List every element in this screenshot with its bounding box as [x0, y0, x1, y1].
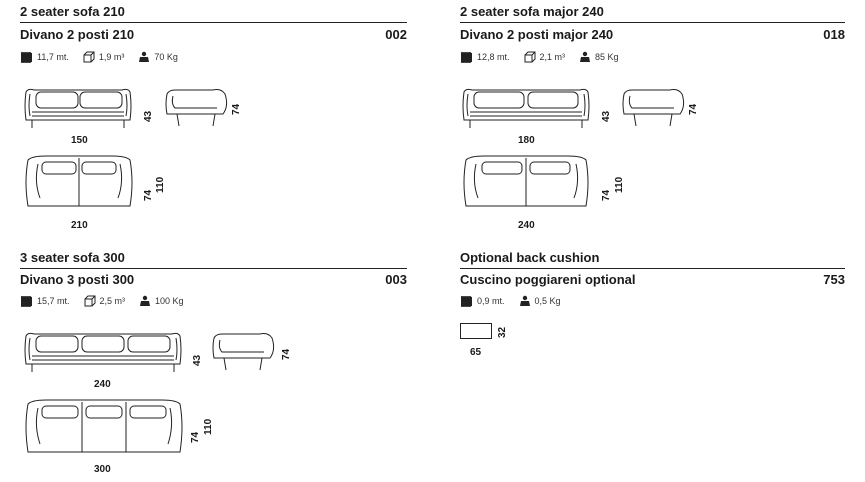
weight-icon — [140, 295, 151, 306]
box-volume-icon — [84, 295, 96, 307]
volume-spec: 1,9 m³ — [83, 51, 125, 63]
title-it: Cuscino poggiareni optional — [460, 272, 636, 287]
dim-height-plan: 74 — [143, 189, 154, 201]
product-code: 002 — [385, 27, 407, 42]
box-volume-icon — [524, 51, 536, 63]
dim-total-width: 210 — [71, 220, 88, 231]
fabric-swatch-icon — [460, 51, 472, 63]
product-code: 753 — [823, 272, 845, 287]
weight-spec: 100 Kg — [139, 295, 184, 307]
box-volume-icon — [83, 51, 95, 63]
volume-value: 1,9 m³ — [98, 52, 125, 62]
dim-depth: 110 — [203, 418, 214, 435]
fabric-spec: 15,7 mt. — [20, 295, 70, 307]
weight-icon — [519, 295, 530, 306]
weight-spec: 70 Kg — [138, 51, 178, 63]
front-view-drawing — [460, 86, 592, 130]
plan-view-drawing — [460, 154, 592, 210]
dim-height-seat: 43 — [601, 110, 612, 122]
dim-total-width: 300 — [94, 464, 111, 475]
title-en: 2 seater sofa 210 — [20, 4, 125, 19]
fabric-value: 15,7 mt. — [37, 296, 70, 306]
specs: 11,7 mt. 1,9 m³ 70 Kg — [20, 51, 192, 63]
fabric-swatch-icon — [460, 295, 472, 307]
volume-spec: 2,5 m³ — [84, 295, 126, 307]
front-view-drawing — [22, 330, 184, 374]
title-it: Divano 2 posti major 240 — [460, 27, 614, 42]
dim-height-side: 74 — [281, 348, 292, 360]
divider — [460, 22, 845, 23]
weight-spec: 85 Kg — [579, 51, 619, 63]
plan-view-drawing — [22, 154, 136, 210]
title-it: Divano 3 posti 300 — [20, 272, 135, 287]
plan-view-drawing — [22, 398, 186, 456]
dim-seat-width: 150 — [71, 135, 88, 146]
fabric-spec: 12,8 mt. — [460, 51, 510, 63]
dim-height-plan: 74 — [601, 189, 612, 201]
specs: 12,8 mt. 2,1 m³ 85 Kg — [460, 51, 633, 63]
fabric-swatch-icon — [20, 51, 32, 63]
fabric-swatch-icon — [20, 295, 32, 307]
weight-value: 70 Kg — [154, 52, 178, 62]
product-code: 018 — [823, 27, 845, 42]
fabric-value: 12,8 mt. — [477, 52, 510, 62]
dim-height: 32 — [497, 326, 508, 338]
fabric-spec: 11,7 mt. — [20, 51, 69, 63]
title-en: 2 seater sofa major 240 — [460, 4, 604, 19]
fabric-value: 11,7 mt. — [37, 52, 69, 62]
dim-height-plan: 74 — [190, 431, 201, 443]
weight-value: 85 Kg — [595, 52, 619, 62]
weight-value: 100 Kg — [155, 296, 184, 306]
weight-spec: 0,5 Kg — [519, 295, 561, 307]
title-it: Divano 2 posti 210 — [20, 27, 135, 42]
volume-spec: 2,1 m³ — [524, 51, 566, 63]
divider — [460, 268, 845, 269]
specs: 15,7 mt. 2,5 m³ 100 Kg — [20, 295, 198, 307]
side-view-drawing — [210, 330, 280, 374]
product-code: 003 — [385, 272, 407, 287]
volume-value: 2,5 m³ — [99, 296, 126, 306]
side-view-drawing — [163, 86, 233, 130]
fabric-spec: 0,9 mt. — [460, 295, 505, 307]
dim-depth: 110 — [614, 176, 625, 193]
dim-seat-width: 240 — [94, 379, 111, 390]
side-view-drawing — [620, 86, 690, 130]
dim-total-width: 240 — [518, 220, 535, 231]
dim-width: 65 — [470, 347, 482, 358]
volume-value: 2,1 m³ — [539, 52, 566, 62]
dim-height-side: 74 — [231, 103, 242, 115]
weight-value: 0,5 Kg — [534, 296, 561, 306]
dim-height-seat: 43 — [143, 110, 154, 122]
title-en: 3 seater sofa 300 — [20, 250, 125, 265]
weight-icon — [139, 51, 150, 62]
cushion-drawing — [460, 323, 492, 339]
dim-depth: 110 — [155, 176, 166, 193]
weight-icon — [580, 51, 591, 62]
divider — [20, 268, 407, 269]
dim-seat-width: 180 — [518, 135, 535, 146]
divider — [20, 22, 407, 23]
title-en: Optional back cushion — [460, 250, 600, 265]
dim-height-side: 74 — [688, 103, 699, 115]
dim-height-seat: 43 — [192, 354, 203, 366]
front-view-drawing — [22, 86, 134, 130]
specs: 0,9 mt. 0,5 Kg — [460, 295, 575, 307]
fabric-value: 0,9 mt. — [477, 296, 505, 306]
